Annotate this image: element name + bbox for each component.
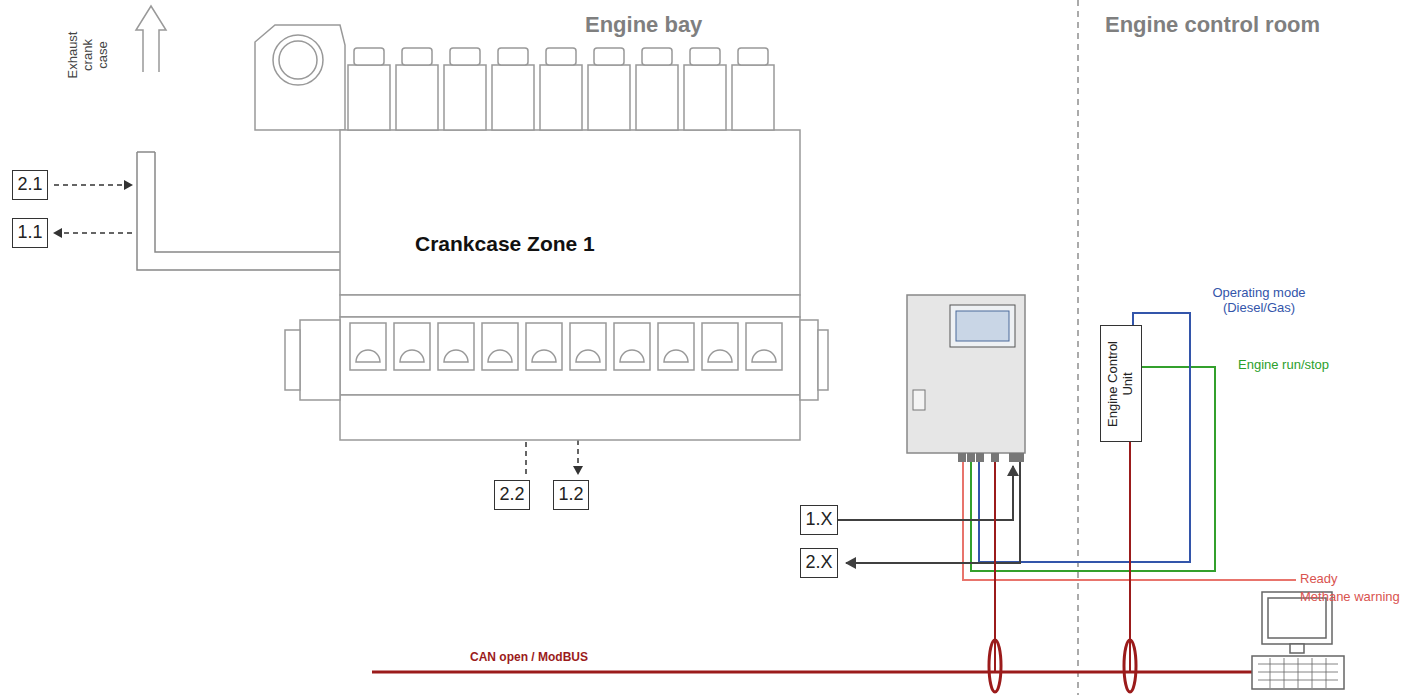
signal-name: Operating mode (Diesel/Gas) [1203, 286, 1315, 316]
exhaust-pipe [137, 152, 340, 270]
callout-text: 2.X [805, 553, 832, 573]
section-heading: Engine bay [585, 12, 702, 37]
callout-number: 1.2 [553, 480, 589, 510]
sensor-cabinet [907, 295, 1025, 462]
zone-label: Crankcase Zone 1 [415, 232, 595, 256]
callout-number: 1.1 [12, 218, 48, 248]
signal-wires [372, 313, 1296, 692]
signal-name: Methane warning [1300, 590, 1400, 605]
room-divider [1077, 0, 1079, 695]
unit-name: Engine Control Unit [1106, 332, 1136, 436]
callout-text: 2.1 [17, 175, 42, 195]
callout-number: 2.1 [12, 170, 48, 200]
control-unit-box: Engine Control Unit [1100, 325, 1142, 442]
section-heading: Engine control room [1105, 12, 1320, 37]
exhaust-arrow [136, 6, 166, 72]
callout-text: 1.1 [17, 223, 42, 243]
callout-number: 2.X [800, 548, 838, 578]
bus-label: CAN open / ModBUS [470, 651, 588, 665]
engine-drawing [255, 25, 828, 440]
callout-number: 1.X [800, 505, 838, 535]
callout-text: 1.X [805, 510, 832, 530]
callout-text: 1.2 [558, 485, 583, 505]
callout-text: 2.2 [499, 485, 524, 505]
signal-name: Engine run/stop [1238, 358, 1329, 373]
callout-number: 2.2 [494, 480, 530, 510]
exhaust-label: Exhaust crank case [66, 27, 111, 83]
computer-icon [1252, 592, 1344, 689]
signal-name: Ready [1300, 572, 1338, 587]
